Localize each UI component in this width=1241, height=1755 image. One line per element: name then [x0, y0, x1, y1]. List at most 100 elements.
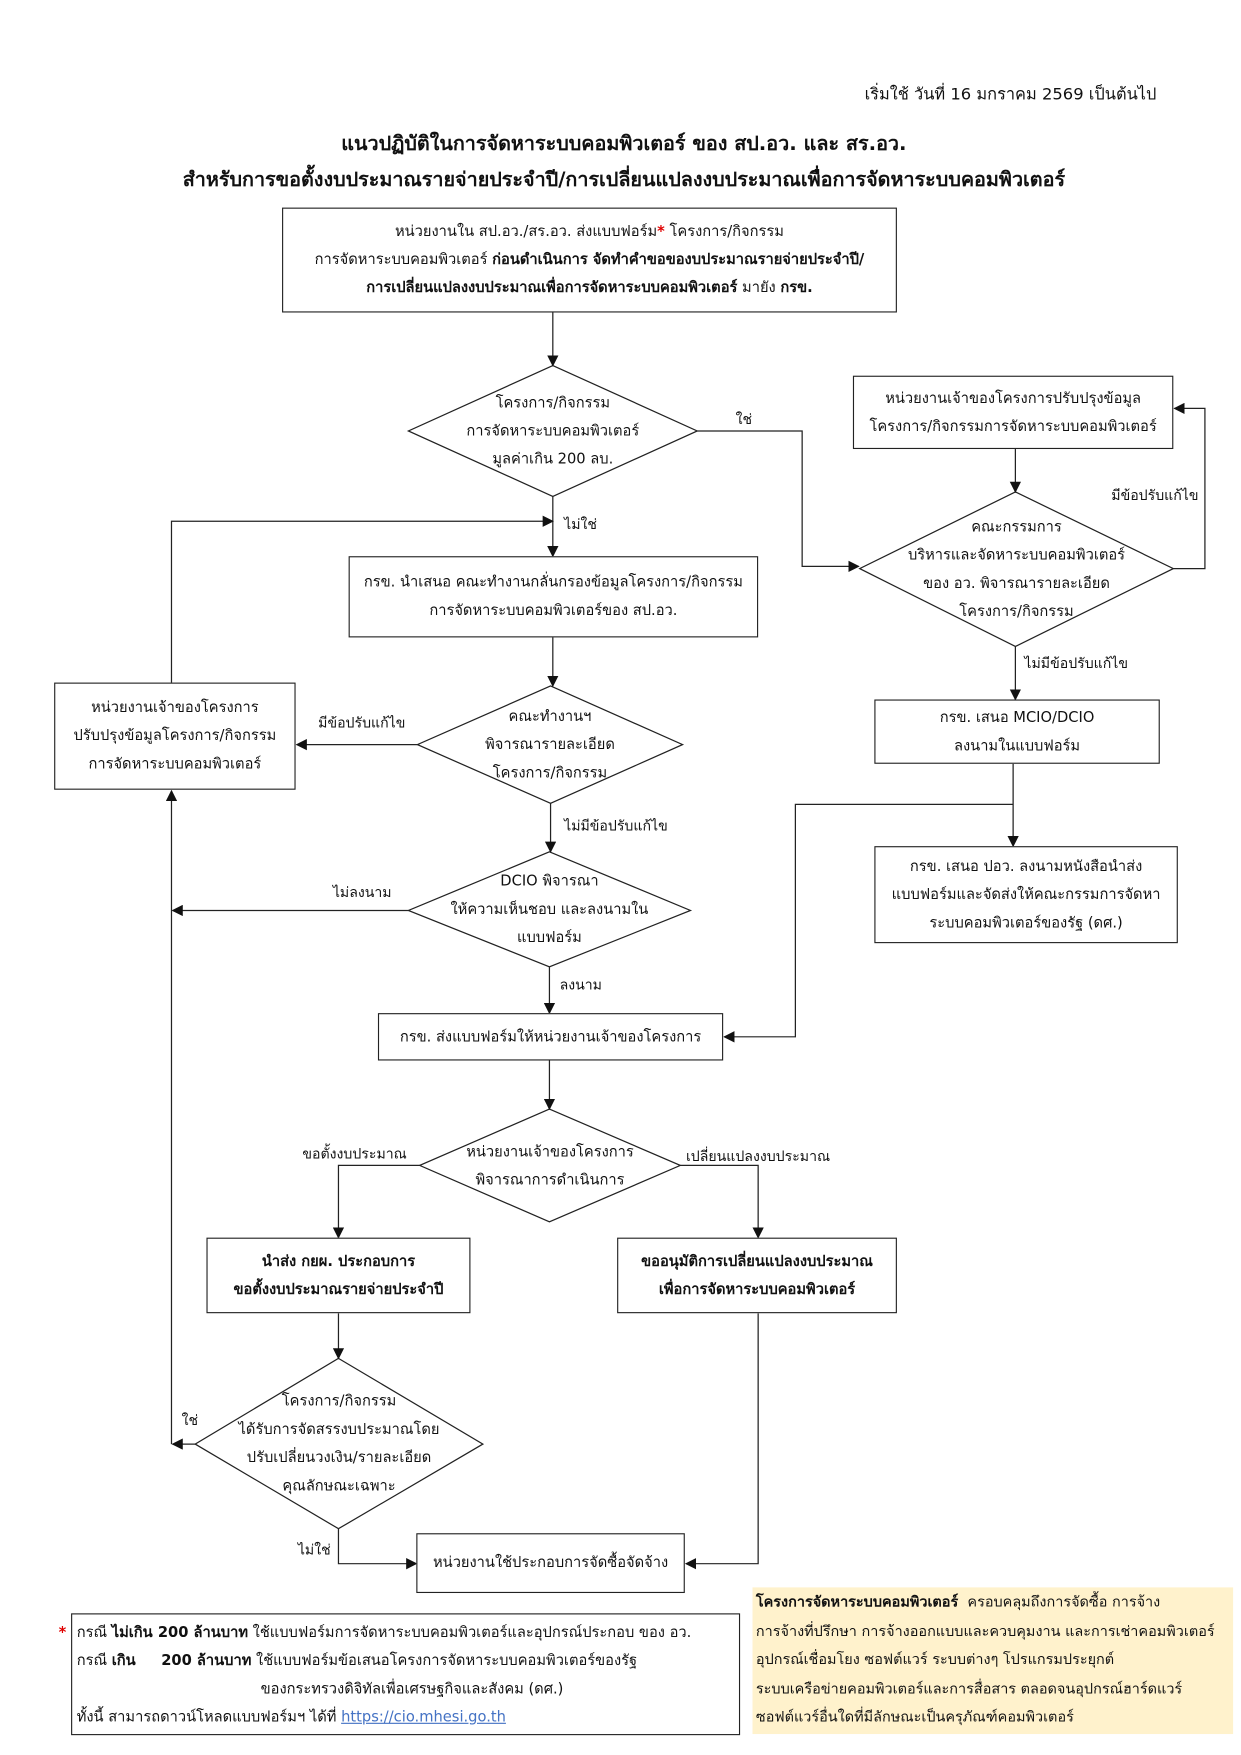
definition-box: โครงการจัดหาระบบคอมพิวเตอร์ ครอบคลุมถึงก…	[752, 1587, 1234, 1735]
edge-mcio-to-send	[723, 803, 1014, 1043]
label-committee-revise: มีข้อปรับแก้ไข	[1111, 486, 1199, 504]
label-alloc-no: ไม่ใช่	[297, 1541, 331, 1559]
text-line: ให้ความเห็นชอบ และลงนามใน	[450, 900, 649, 918]
text-line: โครงการ/กิจกรรม	[492, 764, 608, 782]
footnote-l4: ทั้งนี้ สามารถดาวน์โหลดแบบฟอร์มฯ ได้ที่	[76, 1709, 342, 1727]
label-request-budget: ขอตั้งงบประมาณ	[302, 1145, 407, 1163]
start-line3c: กรข.	[780, 279, 813, 297]
label-value-no: ไม่ใช่	[564, 515, 597, 533]
text-line: การจัดหาระบบคอมพิวเตอร์	[466, 422, 640, 440]
text-line: ปรับปรุงข้อมูลโครงการ/กิจกรรม	[73, 727, 277, 745]
text-line: ลงนามในแบบฟอร์ม	[954, 737, 1081, 755]
text-line: การจัดหาระบบคอมพิวเตอร์	[88, 755, 262, 773]
committee-decision-text: คณะกรรมการบริหารและจัดหาระบบคอมพิวเตอร์ข…	[860, 500, 1174, 639]
text-line: หน่วยงานเจ้าของโครงการ	[466, 1143, 634, 1161]
decision-value-text: โครงการ/กิจกรรมการจัดหาระบบคอมพิวเตอร์มู…	[408, 372, 697, 489]
definition-term: โครงการจัดหาระบบคอมพิวเตอร์	[755, 1594, 959, 1612]
owner-revise-left-box: หน่วยงานเจ้าของโครงการปรับปรุงข้อมูลโครง…	[54, 682, 296, 790]
text-line: ได้รับการจัดสรรงบประมาณโดย	[238, 1421, 440, 1439]
edge-left-loop	[170, 515, 554, 683]
footnote-l2c: ใช้แบบฟอร์มข้อเสนอโครงการจัดหาระบบคอมพิว…	[251, 1652, 638, 1670]
start-line3b: มายัง	[737, 279, 781, 297]
text-line: กรข. เสนอ ปอว. ลงนามหนังสือนำส่ง	[909, 857, 1143, 875]
text-line: โครงการ/กิจกรรมการจัดหาระบบคอมพิวเตอร์	[869, 417, 1157, 435]
text-line: โครงการ/กิจกรรม	[495, 394, 611, 412]
footnote-box: กรณี ไม่เกิน 200 ล้านบาท ใช้แบบฟอร์มการจ…	[71, 1613, 741, 1736]
label-committee-no-revise: ไม่มีข้อปรับแก้ไข	[1024, 654, 1129, 672]
text-line: นำส่ง กยผ. ประกอบการ	[261, 1252, 416, 1270]
effective-date: เริ่มใช้ วันที่ 16 มกราคม 2569 เป็นต้นไป	[864, 85, 1157, 104]
text-line: DCIO พิจารณา	[500, 872, 599, 890]
text-line: คณะทำงานฯ	[508, 707, 592, 725]
text-line: เพื่อการจัดหาระบบคอมพิวเตอร์	[658, 1281, 856, 1298]
text-line: มูลค่าเกิน 200 ลบ.	[492, 450, 614, 468]
screening-box: กรข. นำเสนอ คณะทำงานกลั่นกรองข้อมูลโครงก…	[348, 556, 759, 638]
definition-l5: ซอฟต์แวร์อื่นใดที่มีลักษณะเป็นครุภัณฑ์คอ…	[755, 1709, 1074, 1727]
edge-change-budget	[680, 1164, 764, 1239]
edge-value-yes	[697, 430, 860, 572]
start-line2b: ก่อนดำเนินการ จัดทำคำขอของบประมาณรายจ่าย…	[492, 251, 865, 269]
start-box: หน่วยงานใน สป.อว./สร.อว. ส่งแบบฟอร์ม* โค…	[282, 207, 897, 313]
definition-l3: อุปกรณ์เชื่อมโยง ซอฟต์แวร์ ระบบต่างๆ โปร…	[755, 1651, 1115, 1669]
footnote-l2a: กรณี	[76, 1652, 112, 1670]
label-alloc-yes: ใช่	[181, 1411, 199, 1429]
text-line: กรข. เสนอ MCIO/DCIO	[939, 709, 1095, 726]
text-line: กรข. นำเสนอ คณะทำงานกลั่นกรองข้อมูลโครงก…	[363, 574, 743, 592]
edge-request-budget	[332, 1164, 420, 1239]
budget-change-box: ขออนุมัติการเปลี่ยนแปลงงบประมาณเพื่อการจ…	[617, 1237, 897, 1314]
label-value-yes: ใช่	[735, 410, 753, 428]
definition-l1: ครอบคลุมถึงการจัดซื้อ การจ้าง	[958, 1594, 1161, 1612]
text-line: แบบฟอร์ม	[517, 929, 582, 946]
label-dcio-not-sign: ไม่ลงนาม	[332, 883, 392, 901]
footnote-asterisk-icon: *	[58, 1624, 67, 1642]
text-line: คุณลักษณะเฉพาะ	[282, 1477, 396, 1495]
asterisk-icon: *	[657, 223, 665, 241]
text-line: หน่วยงานใช้ประกอบการจัดซื้อจัดจ้าง	[432, 1554, 669, 1572]
label-wg-revise: มีข้อปรับแก้ไข	[318, 714, 406, 732]
footnote-l1c: ใช้แบบฟอร์มการจัดหาระบบคอมพิวเตอร์และอุป…	[248, 1624, 692, 1642]
text-line: ขออนุมัติการเปลี่ยนแปลงงบประมาณ	[641, 1252, 873, 1270]
footnote-l3: ของกระทรวงดิจิทัลเพื่อเศรษฐกิจและสังคม (…	[260, 1681, 564, 1698]
text-line: หน่วยงานเจ้าของโครงการปรับปรุงข้อมูล	[885, 389, 1142, 407]
mcio-box: กรข. เสนอ MCIO/DCIO ลงนามในแบบฟอร์ม	[874, 699, 1160, 764]
budget-request-box: นำส่ง กยผ. ประกอบการขอตั้งงบประมาณรายจ่า…	[206, 1237, 471, 1314]
start-line2a: การจัดหาระบบคอมพิวเตอร์	[314, 251, 493, 269]
text-line: คณะกรรมการ	[971, 518, 1062, 536]
text-line: พิจารณารายละเอียด	[485, 736, 615, 754]
procurement-box: หน่วยงานใช้ประกอบการจัดซื้อจัดจ้าง	[416, 1533, 685, 1594]
text-line: หน่วยงานเจ้าของโครงการ	[91, 699, 259, 717]
footnote-l1b: ไม่เกิน 200 ล้านบาท	[111, 1624, 249, 1642]
label-dcio-sign: ลงนาม	[559, 975, 602, 993]
text-line: กรข. ส่งแบบฟอร์มให้หน่วยงานเจ้าของโครงกา…	[399, 1028, 702, 1046]
dcio-decision-text: DCIO พิจารณาให้ความเห็นชอบ และลงนามในแบบ…	[408, 855, 690, 963]
send-form-box: กรข. ส่งแบบฟอร์มให้หน่วยงานเจ้าของโครงกา…	[377, 1013, 724, 1061]
start-line1b: โครงการ/กิจกรรม	[664, 223, 784, 241]
label-change-budget: เปลี่ยนแปลงงบประมาณ	[685, 1147, 831, 1165]
edge-committee-revise	[1173, 402, 1206, 570]
text-line: โครงการ/กิจกรรม	[959, 603, 1074, 620]
edge-alloc-no	[337, 1528, 418, 1570]
start-line3a: การเปลี่ยนแปลงงบประมาณเพื่อการจัดหาระบบค…	[366, 279, 738, 297]
pao-box: กรข. เสนอ ปอว. ลงนามหนังสือนำส่งแบบฟอร์ม…	[874, 846, 1178, 944]
start-line1a: หน่วยงานใน สป.อว./สร.อว. ส่งแบบฟอร์ม	[394, 223, 658, 241]
owner-decision-diamond	[418, 1108, 682, 1223]
owner-revise-right-box: หน่วยงานเจ้าของโครงการปรับปรุงข้อมูลโครง…	[852, 375, 1174, 450]
text-line: ปรับเปลี่ยนวงเงิน/รายละเอียด	[246, 1449, 432, 1467]
allocation-decision-text: โครงการ/กิจกรรมได้รับการจัดสรรงบประมาณโด…	[195, 1387, 483, 1502]
footnote-l2b: เกิน 200 ล้านบาท	[111, 1652, 252, 1670]
text-line: การจัดหาระบบคอมพิวเตอร์ของ สป.อว.	[429, 602, 678, 620]
text-line: พิจารณาการดำเนินการ	[475, 1172, 625, 1190]
page-subtitle: สำหรับการขอตั้งงบประมาณรายจ่ายประจำปี/กา…	[182, 169, 1066, 192]
text-line: ของ อว. พิจารณารายละเอียด	[923, 574, 1110, 592]
page-title: แนวปฏิบัติในการจัดหาระบบคอมพิวเตอร์ ของ …	[341, 133, 907, 156]
text-line: ขอตั้งงบประมาณรายจ่ายประจำปี	[233, 1281, 444, 1298]
definition-l2: การจ้างที่ปรึกษา การจ้างออกแบบและควบคุมง…	[755, 1622, 1215, 1640]
text-line: บริหารและจัดหาระบบคอมพิวเตอร์	[907, 546, 1126, 564]
edge-change-to-procure	[684, 1313, 759, 1570]
owner-decision-text: หน่วยงานเจ้าของโครงการพิจารณาการดำเนินกา…	[420, 1137, 681, 1196]
text-line: ระบบคอมพิวเตอร์ของรัฐ (ดศ.)	[929, 914, 1123, 932]
text-line: แบบฟอร์มและจัดส่งให้คณะกรรมการจัดหา	[891, 886, 1161, 904]
text-line: โครงการ/กิจกรรม	[281, 1393, 397, 1411]
download-link[interactable]: https://cio.mhesi.go.th	[341, 1709, 506, 1727]
